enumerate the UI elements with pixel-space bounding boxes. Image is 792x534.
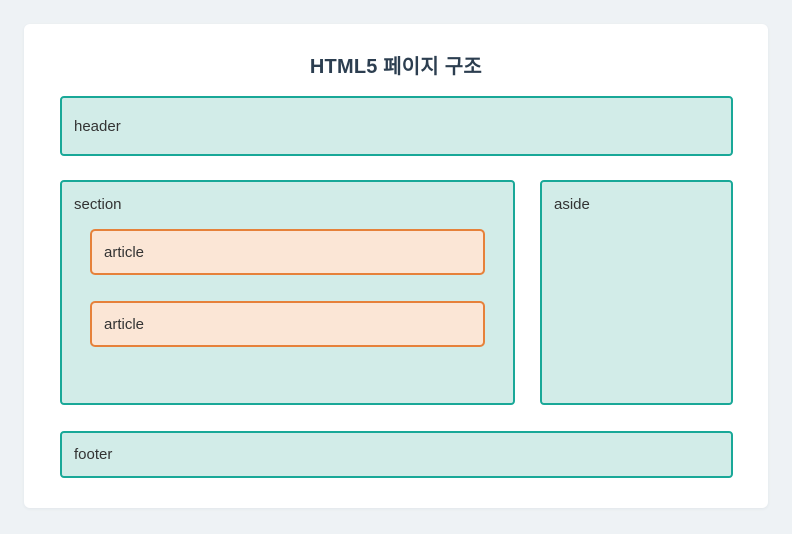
diagram-card: HTML5 페이지 구조 header section article arti… — [24, 24, 768, 508]
article-box-1: article — [90, 229, 485, 275]
aside-box-label: aside — [554, 196, 590, 213]
footer-box-label: footer — [74, 446, 113, 463]
aside-box: aside — [540, 180, 733, 405]
article-box-2-label: article — [104, 315, 145, 333]
header-box-label: header — [74, 117, 121, 135]
header-box: header — [60, 96, 733, 156]
section-box: section article article — [60, 180, 515, 405]
section-box-label: section — [74, 196, 122, 213]
article-box-2: article — [90, 301, 485, 347]
article-box-1-label: article — [104, 243, 145, 261]
footer-box: footer — [60, 431, 733, 478]
page-title: HTML5 페이지 구조 — [309, 56, 483, 78]
